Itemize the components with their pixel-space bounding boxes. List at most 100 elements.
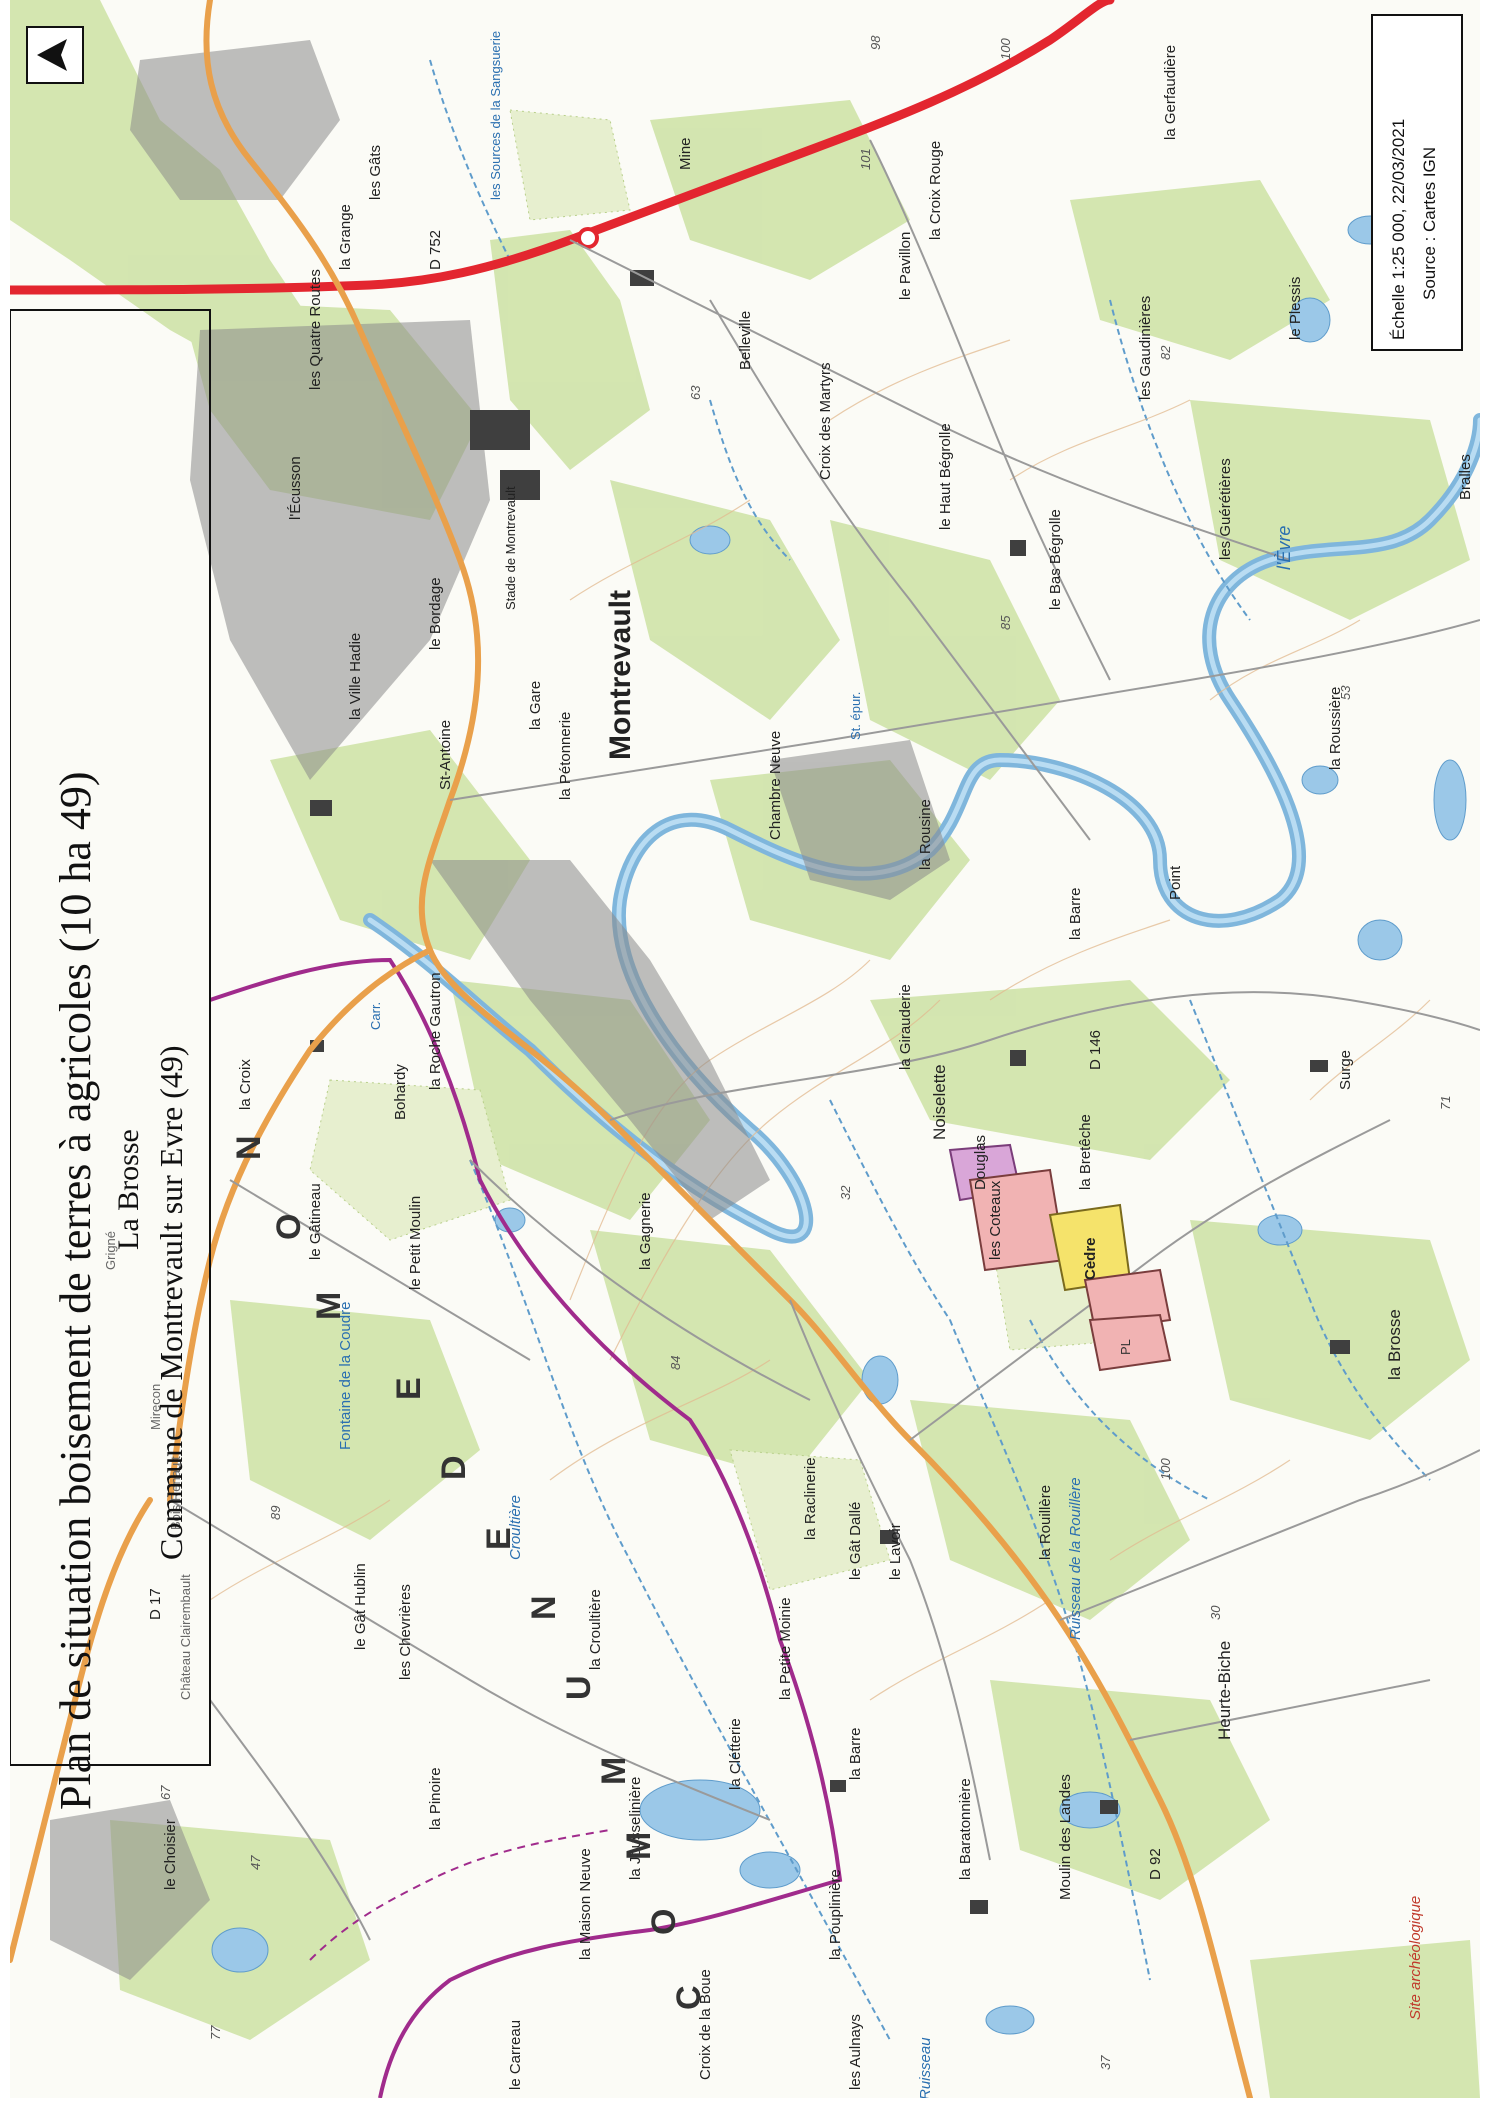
label-le-bas-begrolle: le Bas Bégrolle [1047, 509, 1064, 610]
elevation-94: 77 [208, 2025, 223, 2040]
label-la-jousseliniere: la Jousselinière [627, 1777, 644, 1880]
label-cedre: Cèdre [1082, 1237, 1099, 1280]
elevation-109: 37 [1098, 2055, 1113, 2070]
label-la-girauderie: la Girauderie [897, 984, 914, 1070]
label-surge: Surge [1337, 1050, 1354, 1090]
elevation-100b: 100 [1158, 1458, 1173, 1480]
legend-source: Source : Cartes IGN [1420, 147, 1439, 300]
label-la-petonnerie: la Pétonnerie [557, 712, 574, 800]
hiking-trail [309, 1829, 611, 1961]
document-title: Plan de situation boisement de terres à … [51, 771, 100, 1810]
label-la-rouillere: la Rouillère [1037, 1485, 1054, 1560]
label-la-croix-rouge: la Croix Rouge [927, 141, 944, 240]
label-la-breteche: la Bretêche [1077, 1114, 1094, 1190]
label-fontaine-de-la-coudre: Fontaine de la Coudre [337, 1302, 354, 1450]
label-les-gats: les Gâts [367, 145, 384, 200]
parcel-pl [1088, 1313, 1172, 1372]
commune-letter-10: M [310, 1292, 348, 1320]
label-croix-des-martyrs: Croix des Martyrs [817, 362, 834, 480]
parcel-tag-pl: PL [1118, 1339, 1133, 1355]
commune-letter-11: O [270, 1214, 308, 1240]
road-label-d92: D 92 [1147, 1848, 1164, 1880]
north-arrow-icon [26, 26, 84, 84]
label-la-cletterie: la Clétterie [727, 1718, 744, 1790]
elevation-32: 32 [838, 1185, 853, 1200]
label-chateau-clairembault: Château Clairembault [178, 1574, 193, 1700]
commune-letters: C O M M U N E D E M O N [230, 1135, 708, 2010]
label-mirecon: Mirecon [148, 1384, 163, 1430]
commune-letter-1: C [670, 1985, 708, 2010]
label-la-brosse: la Brosse [1385, 1309, 1404, 1380]
label-la-petite-moinie: la Petite Moinie [777, 1597, 794, 1700]
main-roads [10, 0, 1253, 2098]
document-commune: Commune de Montrevault sur Evre (49) [153, 1045, 189, 1560]
commune-letter-2: O [645, 1909, 683, 1935]
label-la-ville-hadie: la Ville Hadie [347, 633, 364, 720]
label-le-bordage: le Bordage [427, 577, 444, 650]
elevation-98: 98 [868, 35, 883, 50]
label-croultiere-stream: Croultière [507, 1495, 524, 1560]
commune-letter-6: N [525, 1595, 563, 1620]
label-croix-de-la-boue: Croix de la Boue [697, 1969, 714, 2080]
label-le-choisier: le Choisier [162, 1819, 179, 1890]
label-la-raclinerie: la Raclinerie [802, 1457, 819, 1540]
elevation-101: 101 [858, 148, 873, 170]
label-site-archeologique: Site archéologique [1407, 1896, 1424, 2020]
map-labels: Montrevault la Croix Bohardy la Roche Ga… [103, 31, 1474, 2098]
secondary-roads [169, 139, 1480, 1941]
elevation-102: 47 [248, 1855, 263, 1870]
commune-letter-3: M [620, 1832, 658, 1860]
label-la-rousine: la Rousine [917, 799, 934, 870]
elevation-89: 89 [268, 1506, 283, 1520]
title-block: Plan de situation boisement de terres à … [51, 771, 189, 1810]
label-le-plessis: le Plessis [1287, 277, 1304, 340]
document-subtitle: La Brosse [112, 1129, 145, 1250]
label-chambre-neuve: Chambre Neuve [767, 731, 784, 840]
label-la-gagnerie: la Gagnerie [637, 1192, 654, 1270]
commune-letter-4: M [595, 1757, 633, 1785]
motorway-roundabout [577, 227, 599, 249]
label-noiselette: Noiselette [930, 1064, 949, 1140]
elevation-100: 100 [998, 38, 1013, 60]
label-belleville: Belleville [737, 311, 754, 370]
label-la-grange: la Grange [337, 204, 354, 270]
label-la-pinoire: la Pinoire [427, 1767, 444, 1830]
label-st-epur: Carr. [368, 1002, 383, 1030]
streams-layer [429, 59, 1431, 2041]
label-les-gaudinieres: les Gaudinières [1137, 296, 1154, 400]
label-le-gatineau: le Gâtineau [307, 1183, 324, 1260]
label-la-baratonniere: la Baratonnière [957, 1778, 974, 1880]
label-st-antoine: St-Antoine [437, 720, 454, 790]
label-les-chevrieres: les Chevrières [397, 1584, 414, 1680]
label-les-coteaux: les Coteaux [987, 1180, 1004, 1260]
label-la-maison-neuve: la Maison Neuve [577, 1848, 594, 1960]
elevation-53: 53 [1338, 685, 1353, 700]
legend-scale: Échelle 1:25 000, 22/03/2021 [1389, 119, 1408, 340]
label-le-haut-begrolle: le Haut Bégrolle [937, 423, 954, 530]
label-grigne: Grigné [103, 1231, 118, 1270]
label-le-carreau: le Carreau [507, 2020, 524, 2090]
label-les-quatre-routes: les Quatre Routes [307, 269, 324, 390]
label-moulin-des-landes: Moulin des Landes [1057, 1774, 1074, 1900]
commune-letter-8: D [435, 1455, 473, 1480]
commune-letter-5: U [560, 1675, 598, 1700]
elevation-107: 30 [1208, 1605, 1223, 1620]
elevation-85: 85 [998, 615, 1013, 630]
commune-border [209, 957, 843, 2098]
label-la-roche-gautron: la Roche Gautron [427, 972, 444, 1090]
motorway [10, 0, 1115, 295]
title-frame [10, 309, 211, 1766]
label-l-ecusson: l'Écusson [287, 456, 304, 520]
label-la-poupliniere: la Pouplinière [827, 1869, 844, 1960]
legend-box: Échelle 1:25 000, 22/03/2021 Source : Ca… [1371, 14, 1463, 351]
elevation-labels: 98 100 101 63 85 82 84 32 30 37 47 67 77… [158, 35, 1453, 2070]
label-ruisseau-rouillere: Ruisseau de la Rouillère [1067, 1477, 1084, 1640]
label-les-aulnays: les Aulnays [847, 2014, 864, 2090]
elevation-84: 84 [668, 1356, 683, 1370]
road-label-d146: D 146 [1087, 1030, 1104, 1070]
label-la-croultiere: la Croultière [587, 1589, 604, 1670]
label-montrevault: Montrevault [604, 590, 637, 760]
label-la-gare: la Gare [527, 681, 544, 730]
road-labels: D 752 D 17 D 92 D 146 [147, 230, 1164, 1880]
road-label-d17: D 17 [147, 1588, 164, 1620]
